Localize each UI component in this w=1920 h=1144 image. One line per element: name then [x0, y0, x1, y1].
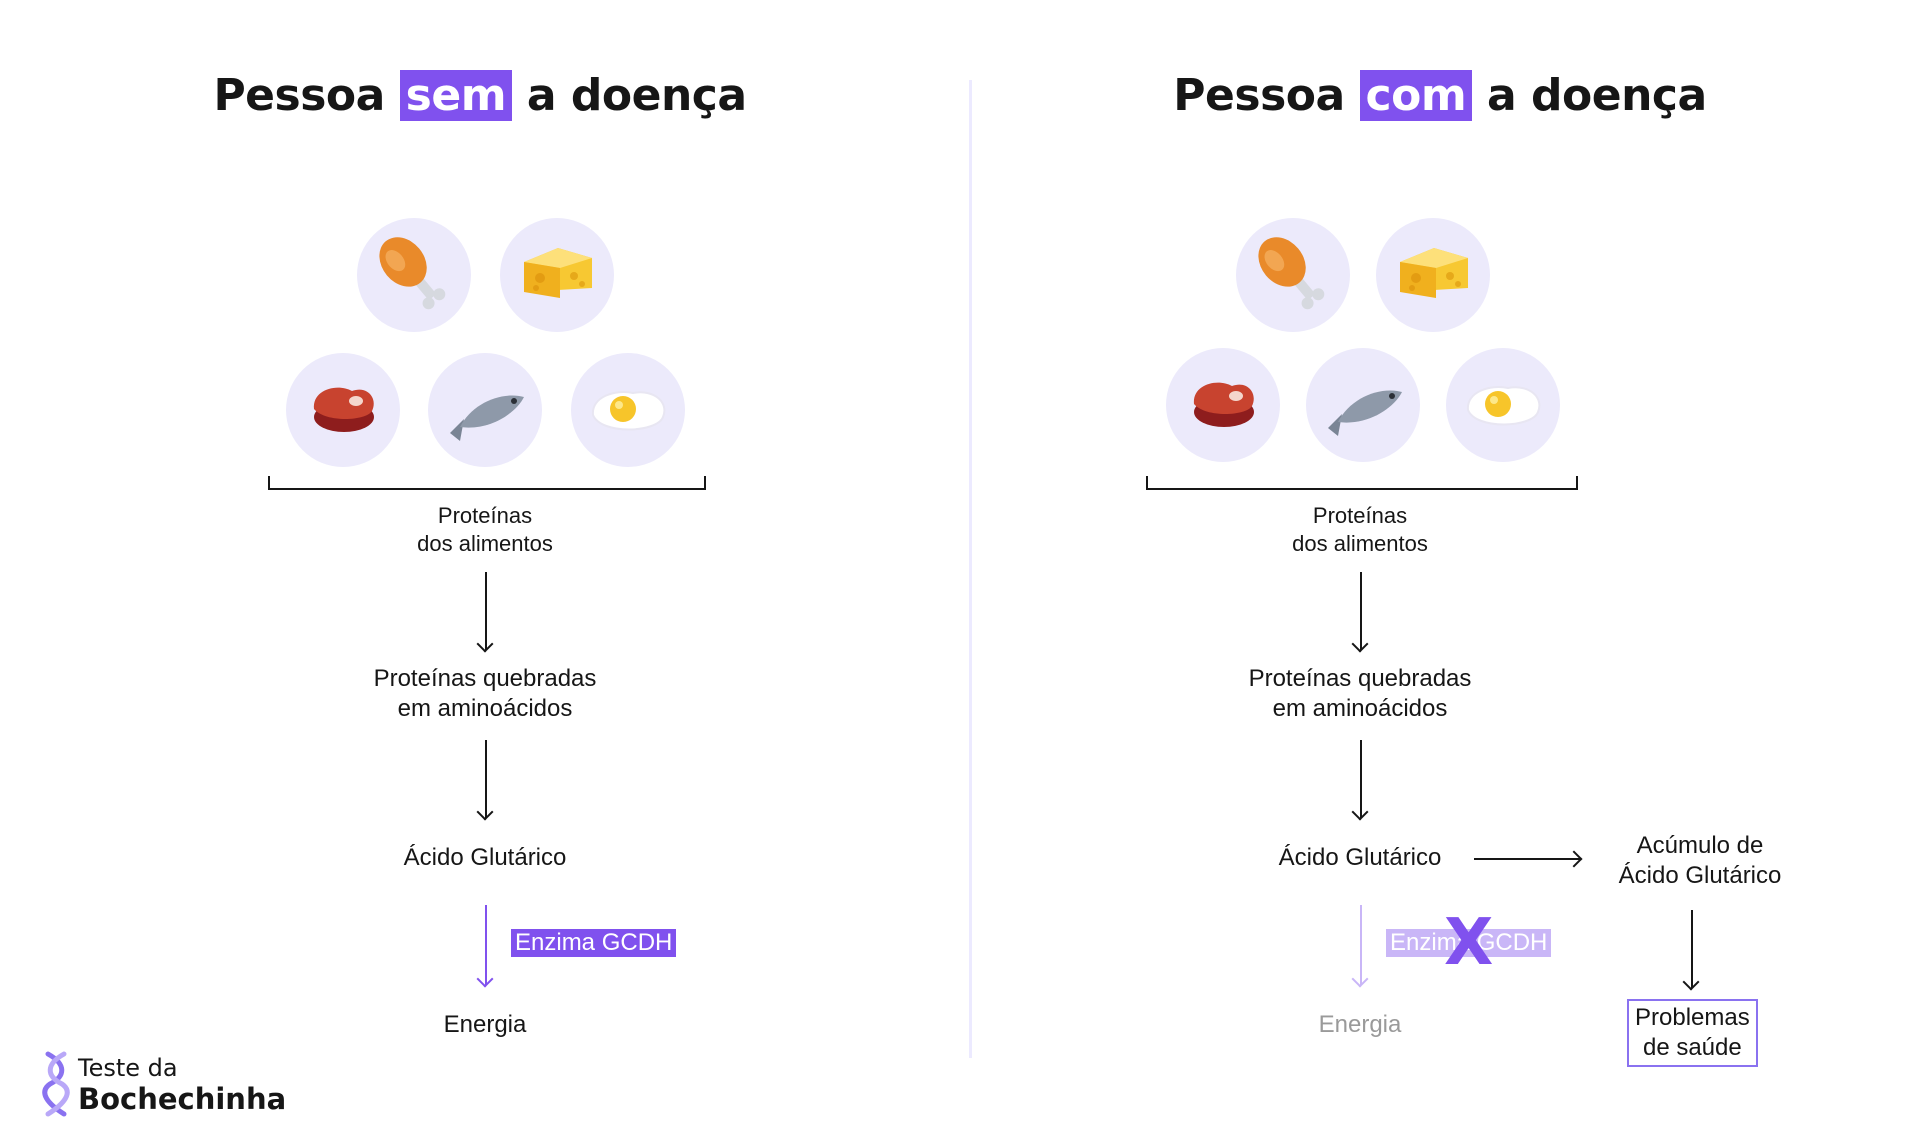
dna-logo-icon [42, 1051, 70, 1117]
energy-label-faded: Energia [1318, 1011, 1402, 1038]
health-problems-line1: Problemas [1635, 1004, 1750, 1031]
brand-logo: Teste da Bochechinha [42, 1050, 286, 1120]
fish-icon [428, 353, 542, 467]
health-problems-line2: de saúde [1642, 1034, 1742, 1061]
arrow-to-acid [1360, 740, 1362, 818]
title-pre: Pessoa [1173, 70, 1345, 121]
title-with-disease: Pessoa com a doença [960, 70, 1920, 121]
accumulation-label: Acúmulo de Ácido Glutárico [1590, 831, 1810, 891]
title-pre: Pessoa [213, 70, 385, 121]
food-protein-label: Proteínas dos alimentos [385, 502, 585, 558]
enzyme-gcdh-badge-faded: Enzima GCDH [1386, 929, 1552, 957]
panel-divider [969, 80, 972, 1058]
food-bracket [268, 476, 706, 490]
chicken-leg-icon [1236, 218, 1350, 332]
food-bracket [1146, 476, 1578, 490]
food-protein-label: Proteínas dos alimentos [1260, 502, 1460, 558]
chicken-leg-icon [357, 218, 471, 332]
food-protein-line1: Proteínas [1312, 503, 1408, 528]
logo-text-line1: Teste da [78, 1054, 178, 1082]
title-post: a doença [526, 70, 747, 121]
glutaric-acid-label: Ácido Glutárico [1278, 844, 1442, 871]
cheese-icon [1376, 218, 1490, 332]
broken-protein-line1: Proteínas quebradas [1248, 665, 1472, 692]
arrow-to-amino [485, 572, 487, 650]
blocked-x-icon: X [1444, 906, 1494, 980]
logo-text-line2: Bochechinha [78, 1082, 287, 1116]
broken-protein-line2: em aminoácidos [397, 695, 573, 722]
cheese-icon [500, 218, 614, 332]
broken-protein-line1: Proteínas quebradas [373, 665, 597, 692]
steak-icon [1166, 348, 1280, 462]
broken-protein-label: Proteínas quebradas em aminoácidos [1210, 664, 1510, 724]
arrow-to-accumulation [1474, 858, 1580, 860]
health-problems-box: Problemas de saúde [1627, 999, 1758, 1067]
accumulation-line1: Acúmulo de [1636, 832, 1764, 859]
fried-egg-icon [1446, 348, 1560, 462]
arrow-to-problems [1691, 910, 1693, 988]
arrow-to-energy [485, 905, 487, 985]
title-without-disease: Pessoa sem a doença [0, 70, 960, 121]
title-highlight: sem [399, 70, 513, 121]
accumulation-line2: Ácido Glutárico [1618, 862, 1782, 889]
food-protein-line2: dos alimentos [1292, 531, 1428, 556]
arrow-to-amino [1360, 572, 1362, 650]
food-protein-line1: Proteínas [437, 503, 533, 528]
glutaric-acid-label: Ácido Glutárico [403, 844, 567, 871]
enzyme-gcdh-badge: Enzima GCDH [511, 929, 677, 957]
arrow-to-acid [485, 740, 487, 818]
steak-icon [286, 353, 400, 467]
panel-with-disease: Pessoa com a doença [960, 0, 1920, 1144]
food-protein-line2: dos alimentos [417, 531, 553, 556]
fish-icon [1306, 348, 1420, 462]
energy-label: Energia [443, 1011, 527, 1038]
panel-without-disease: Pessoa sem a doença [0, 0, 960, 1144]
broken-protein-line2: em aminoácidos [1272, 695, 1448, 722]
broken-protein-label: Proteínas quebradas em aminoácidos [335, 664, 635, 724]
title-post: a doença [1487, 70, 1707, 121]
arrow-to-energy-blocked [1360, 905, 1362, 985]
fried-egg-icon [571, 353, 685, 467]
title-highlight: com [1359, 70, 1473, 121]
